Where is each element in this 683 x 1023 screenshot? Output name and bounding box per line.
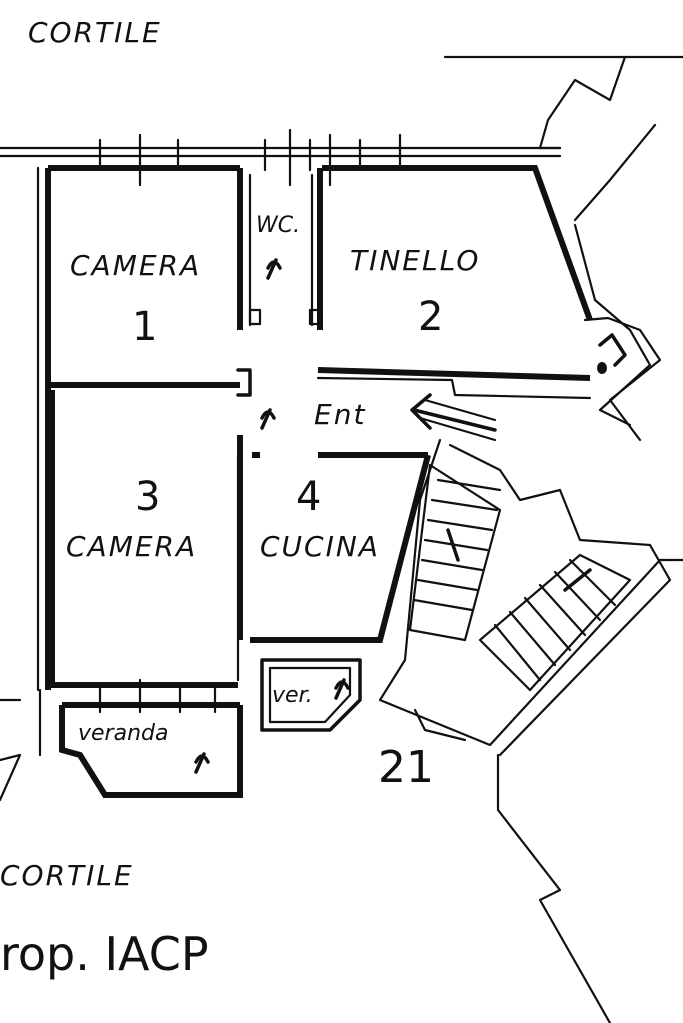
wc-partition-walls	[237, 168, 323, 330]
room-tinello-label: TINELLO	[350, 244, 480, 277]
room-wc-label: WC.	[256, 213, 300, 238]
room-camera-3-label: CAMERA	[66, 530, 197, 563]
courtyard-label-top: CORTILE	[28, 16, 162, 49]
room-camera-3-number: 3	[135, 474, 160, 520]
courtyard-label-bottom: CORTILE	[0, 859, 134, 892]
room-veranda-small-label: ver.	[272, 683, 313, 708]
owner-note: rop. IACP	[0, 927, 209, 981]
outer-boundary-lines	[0, 55, 683, 222]
room-camera-1-number: 1	[132, 304, 157, 350]
door-marks	[194, 258, 350, 774]
corridor-walls	[236, 367, 592, 682]
room-cucina-number: 4	[296, 474, 321, 520]
room-veranda-label: veranda	[78, 721, 168, 746]
room-entrance-label: Ent	[314, 398, 366, 431]
room-tinello-number: 2	[418, 294, 443, 340]
room-camera-1-label: CAMERA	[70, 249, 201, 282]
east-wing	[573, 223, 662, 442]
exterior-walls	[36, 165, 593, 692]
entrance-arrow-icon	[410, 393, 497, 442]
south-boundary	[413, 708, 612, 1023]
verandas	[0, 658, 362, 802]
unit-number: 21	[378, 742, 434, 793]
room-cucina-label: CUCINA	[260, 530, 380, 563]
staircase	[378, 438, 683, 757]
window-marks-top	[98, 128, 402, 187]
